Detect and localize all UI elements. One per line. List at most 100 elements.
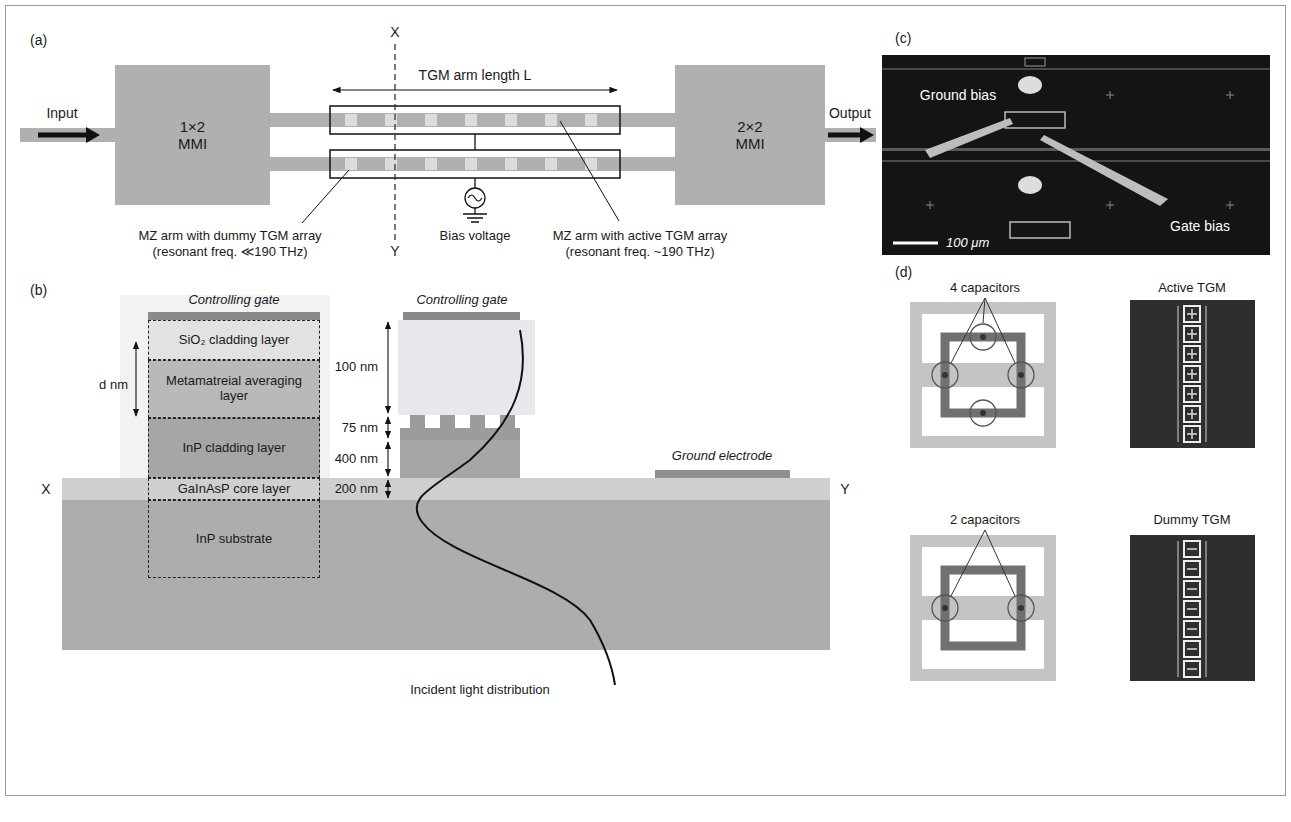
dimension-arrow: [387, 442, 388, 476]
bias-wire: [463, 134, 487, 222]
port-label: Input: [46, 105, 77, 122]
unit-cell: [910, 596, 1056, 620]
inp-cladding: [148, 418, 320, 478]
capacitor-marker: [942, 334, 1024, 416]
gate-metal: [403, 312, 520, 320]
device-photo: [882, 55, 1270, 255]
panel-letter: (b): [30, 282, 47, 299]
node-text: InP substrate: [196, 532, 272, 547]
figure-frame: [6, 6, 1286, 796]
tgm-array: [345, 114, 597, 126]
node-text: GaInAsP core layer: [178, 482, 290, 497]
substrate: [62, 500, 830, 650]
sem-ring-chain: [1187, 549, 1197, 669]
ground-electrode: [655, 470, 790, 478]
capacitor-marker: [980, 410, 986, 416]
dimension-arrow: [387, 322, 388, 413]
arm-annotation: MZ arm with dummy TGM array (resonant fr…: [120, 228, 340, 259]
tgm-unit-cells: [910, 298, 1255, 681]
sem-ring-chain: [1184, 306, 1200, 442]
image-title: Dummy TGM: [1153, 512, 1230, 528]
sio2-layer: [148, 320, 320, 360]
panel-letter: (d): [895, 264, 912, 281]
dimension-arrow: [135, 342, 136, 416]
leader-line: [560, 121, 619, 221]
unit-cell: [910, 535, 1056, 681]
output-arrow: [828, 133, 862, 138]
sem-ring-chain: [1187, 309, 1197, 439]
dimension-arrow: [387, 417, 388, 438]
sem-ring-chain: [1178, 541, 1206, 677]
part-label: Controlling gate: [416, 292, 507, 308]
core-layer: [62, 478, 830, 500]
active-tgm-arm: [330, 106, 620, 134]
probe-label: Ground bias: [920, 87, 996, 104]
part-label: Ground electrode: [672, 448, 772, 464]
mmi-coupler: 2×2 MMI: [675, 65, 825, 205]
dimension-label: TGM arm length L: [419, 67, 532, 84]
dummy-tgm-arm: [330, 150, 620, 178]
photo-background: [882, 55, 1270, 255]
ring-resonator: [945, 337, 1021, 413]
layer-box: InP cladding layer: [148, 418, 320, 478]
dimension-label: 200 nm: [335, 481, 378, 497]
cross-section: [62, 295, 830, 685]
dimension-label: d nm: [99, 377, 128, 393]
scale-label: 100 μm: [946, 235, 989, 251]
node-text: InP cladding layer: [182, 441, 285, 456]
callout-label: 4 capacitors: [950, 280, 1020, 296]
node-text: Metamatreial averaging layer: [153, 374, 315, 404]
leader-line: [951, 530, 1015, 596]
ac-source-symbol: [465, 188, 485, 208]
cut-label: X: [390, 24, 399, 41]
dimension-label: 400 nm: [335, 451, 378, 467]
electrode-pad: [1025, 58, 1045, 66]
capacitor-marker: [942, 372, 948, 378]
dimension-label: 100 nm: [335, 359, 378, 375]
unit-cell: [910, 363, 1056, 387]
unit-cell: [910, 302, 1056, 448]
capacitor-marker: [970, 400, 996, 426]
bond-blob: [1018, 76, 1042, 94]
dimension-arrow: [387, 480, 388, 498]
capacitor-marker: [932, 362, 958, 388]
probe-label: Gate bias: [1170, 218, 1230, 235]
sem-image: [1130, 535, 1255, 681]
signal-label: Bias voltage: [440, 228, 511, 244]
mmi-coupler: 1×2 MMI: [115, 65, 270, 205]
bond-blob: [1018, 176, 1042, 194]
mz-modulator-schematic: [20, 44, 876, 240]
panel-letter: (a): [30, 32, 47, 49]
probe-needle: [925, 118, 1013, 158]
probe-needle: [1040, 135, 1168, 206]
capacitor-marker: [980, 334, 986, 340]
curve-label: Incident light distribution: [410, 682, 549, 698]
output-waveguide: [825, 128, 876, 142]
layer-box: Metamatreial averaging layer: [148, 360, 320, 418]
inp-ridge: [400, 440, 520, 478]
capacitor-marker: [932, 595, 958, 621]
part-label: Controlling gate: [188, 292, 279, 308]
input-arrow: [38, 133, 88, 138]
photo-feature: [882, 160, 1270, 162]
photo-feature: [882, 68, 1270, 70]
node-text: 1×2 MMI: [171, 118, 215, 153]
capacitor-marker: [970, 324, 996, 350]
cut-label: X: [41, 481, 50, 498]
port-label: Output: [829, 105, 871, 122]
metamaterial-teeth: [400, 415, 520, 440]
input-waveguide: [20, 128, 115, 142]
electrode-pad: [1010, 222, 1070, 238]
length-arrow: [333, 89, 617, 90]
electrode-pad: [1005, 112, 1065, 128]
layer-box: GaInAsP core layer: [148, 478, 320, 500]
layer-box: InP substrate: [148, 500, 320, 578]
panel-letter: (c): [895, 30, 911, 47]
metamaterial-layer: [148, 360, 320, 418]
mode-profile-curve: [417, 330, 615, 685]
alignment-mark: [926, 91, 1234, 209]
capacitor-marker: [942, 605, 1024, 611]
cut-line: [394, 44, 395, 240]
dimension-label: 75 nm: [342, 420, 378, 436]
